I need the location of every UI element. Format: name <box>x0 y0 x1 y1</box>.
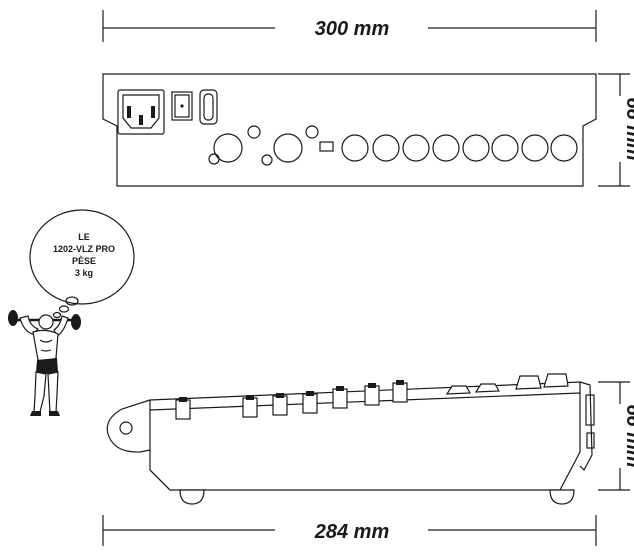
rear-height-dimension: 66 mm <box>598 73 634 187</box>
side-profile <box>106 373 595 505</box>
bubble-line-3: PÈSE <box>72 256 96 266</box>
strongman-illustration <box>8 310 81 416</box>
xlr-outputs <box>208 125 319 166</box>
bubble-line-2: 1202-VLZ PRO <box>53 244 115 254</box>
side-depth-dimension: 284 mm <box>102 515 597 546</box>
rear-panel <box>102 73 597 187</box>
side-buttons <box>445 373 569 395</box>
power-switch <box>171 91 193 121</box>
fuse-holder <box>199 89 218 125</box>
rear-width-dimension: 300 mm <box>102 10 597 42</box>
bubble-line-1: LE <box>78 232 90 242</box>
mono-switch <box>319 141 334 152</box>
power-inlet <box>117 89 165 135</box>
quarter-inch-jacks <box>341 134 578 162</box>
rear-foot <box>179 489 205 505</box>
side-height-label: 66 mm <box>622 404 634 467</box>
rear-height-label: 66 mm <box>622 97 634 160</box>
bubble-line-4: 3 kg <box>75 268 93 278</box>
front-foot <box>549 489 575 505</box>
weight-bubble: LE 1202-VLZ PRO PÈSE 3 kg <box>29 209 135 319</box>
rear-width-label: 300 mm <box>315 18 390 40</box>
side-depth-label: 284 mm <box>314 521 390 543</box>
side-knobs <box>175 380 408 420</box>
side-height-dimension: 66 mm <box>598 381 634 491</box>
